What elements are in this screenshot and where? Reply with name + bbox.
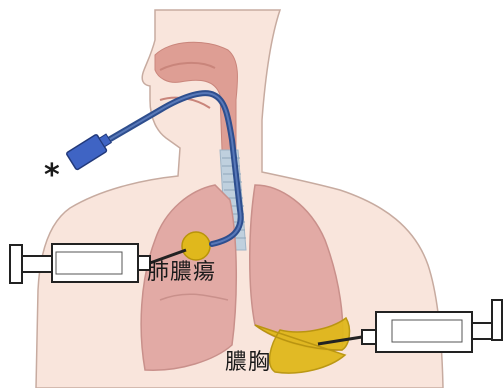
- lung-abscess-label: 肺膿瘍: [147, 254, 216, 286]
- catheter-icon: [66, 130, 114, 170]
- empyema-label: 膿胸: [225, 344, 271, 376]
- catheter-asterisk-marker: *: [44, 158, 61, 193]
